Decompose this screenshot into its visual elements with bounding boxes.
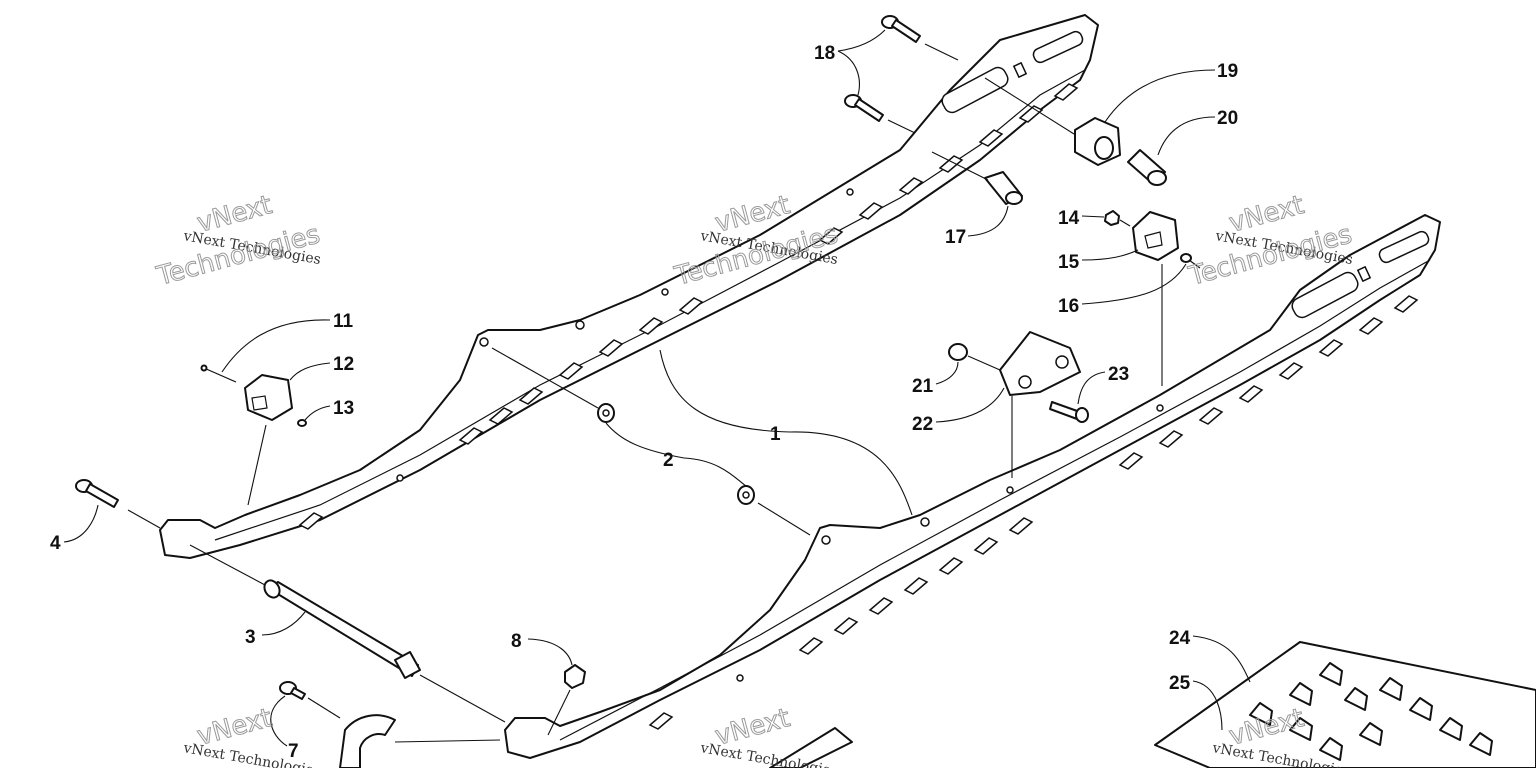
- spacer-20: [1127, 149, 1167, 186]
- nut-8: [564, 664, 586, 689]
- callout-22: 22: [912, 414, 933, 435]
- bracket-22: [999, 331, 1081, 396]
- callout-12: 12: [333, 354, 354, 375]
- callout-18: 18: [814, 43, 835, 64]
- pin-11: [200, 364, 237, 383]
- watermark-bottom-left: vNext Technologies vNext: [181, 703, 322, 768]
- callout-2: 2: [663, 450, 674, 471]
- callout-21: 21: [912, 376, 934, 397]
- bolt-18-upper: [881, 15, 921, 43]
- watermark-outline-text: vNext: [194, 190, 275, 239]
- washer-2-right: [737, 485, 755, 505]
- callout-15: 15: [1058, 252, 1080, 273]
- callout-7: 7: [288, 741, 299, 762]
- right-rail-cutouts: [648, 295, 1419, 730]
- wear-block-12: [244, 374, 293, 421]
- watermark-outline-text: vNext: [194, 703, 275, 752]
- callout-11: 11: [333, 311, 354, 332]
- callout-17: 17: [945, 227, 966, 248]
- callout-8: 8: [511, 631, 522, 652]
- callout-16: 16: [1058, 296, 1079, 317]
- callout-3: 3: [245, 627, 256, 648]
- callout-14: 14: [1058, 208, 1080, 229]
- washer-2-left: [597, 403, 615, 423]
- track-section-24: [1154, 641, 1536, 768]
- nut-13: [297, 419, 307, 427]
- wear-block-15: [1132, 211, 1179, 261]
- watermark-outline-text: vNext: [712, 703, 793, 752]
- callout-20: 20: [1217, 108, 1238, 129]
- front-axle-shaft: [263, 579, 421, 679]
- left-slide-rail: [159, 14, 1099, 559]
- callout-24: 24: [1169, 628, 1191, 649]
- right-slide-rail: [504, 214, 1441, 759]
- idler-wheel-partial: [339, 714, 396, 768]
- leader-lines: [63, 29, 1251, 747]
- watermark-outline-text: vNext: [1226, 190, 1307, 239]
- callout-25: 25: [1169, 673, 1191, 694]
- screw-7: [279, 681, 306, 700]
- bushing-17: [984, 171, 1023, 205]
- callout-23: 23: [1108, 364, 1129, 385]
- bolt-23: [1049, 401, 1089, 423]
- bushing-19: [1074, 117, 1121, 166]
- bolt-18-lower: [844, 94, 884, 122]
- callout-4: 4: [50, 533, 61, 554]
- slide-strip-partial: [769, 727, 853, 768]
- nut-14: [1104, 210, 1120, 226]
- bolt-4: [75, 479, 119, 508]
- callout-13: 13: [333, 398, 354, 419]
- screw-16: [1180, 253, 1201, 269]
- nut-21: [948, 343, 968, 361]
- callout-19: 19: [1217, 61, 1238, 82]
- callout-labels: 1 2 3 4 7 8 11 12 13 14 15 16 17 18 19 2…: [50, 43, 1238, 762]
- watermark-left: vNext Technologies vNext Technologies: [153, 190, 324, 293]
- callout-1: 1: [770, 424, 781, 445]
